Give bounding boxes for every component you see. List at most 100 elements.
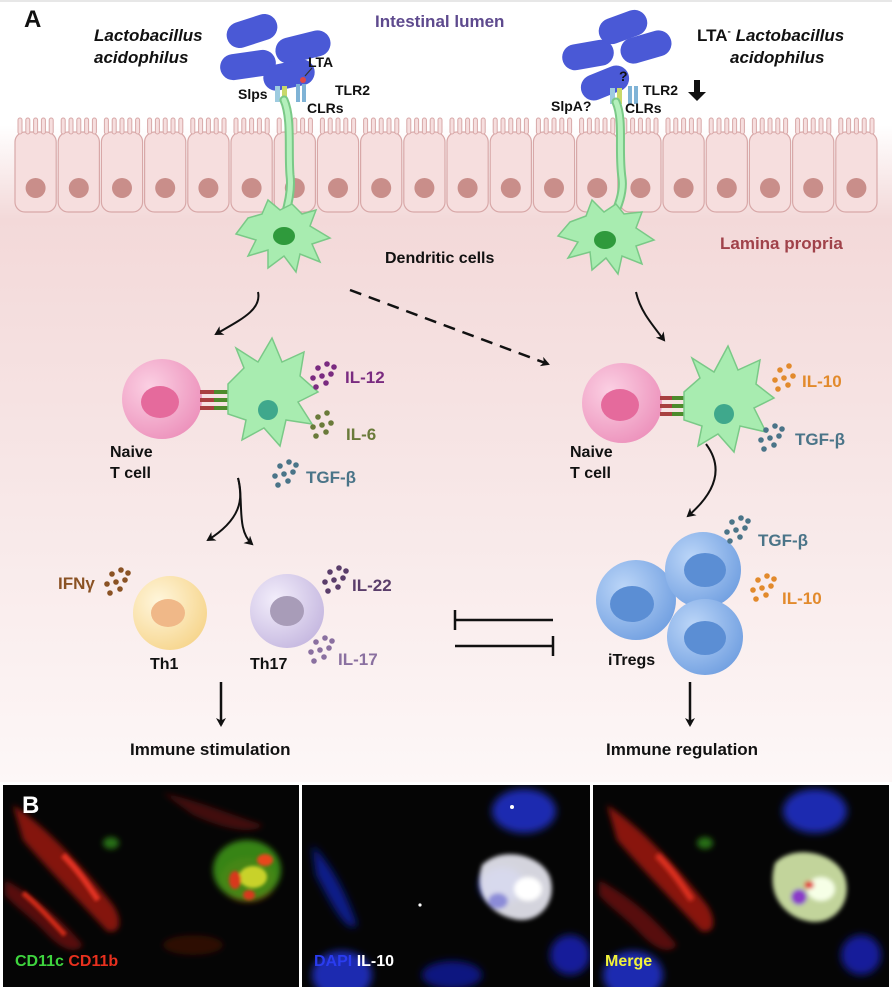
micrograph-2-label: DAPI IL-10 (314, 953, 394, 971)
epithelial-nucleus (25, 178, 46, 198)
microvillus (198, 117, 204, 135)
microvillus (406, 117, 412, 135)
microvillus (586, 117, 592, 135)
microvillus (300, 117, 306, 135)
microvillus (48, 117, 54, 135)
microvillus (84, 117, 90, 135)
microvillus (319, 117, 325, 135)
synapse-right (660, 396, 684, 416)
intestinal-lumen-label: Intestinal lumen (375, 12, 505, 31)
microvillus (508, 117, 514, 135)
cytokine-dot (324, 361, 330, 367)
cytokine-dot (325, 588, 331, 594)
epithelial-nucleus (241, 178, 262, 198)
microvillus (551, 117, 557, 135)
cytokine-dot (763, 592, 769, 598)
dashed-arrow-dc-to-right (349, 288, 550, 367)
microvillus (170, 117, 176, 135)
bacteria-name-line2: acidophilus (94, 48, 189, 67)
receptors-right (610, 86, 638, 104)
microvillus (127, 117, 133, 135)
cytokine-dot (118, 567, 124, 573)
bacterium (598, 9, 648, 45)
cytokine-dot (109, 571, 115, 577)
cytokine-dot (336, 565, 342, 571)
micrograph-1-label: CD11c CD11b (15, 953, 118, 971)
arrow-to-itregs (686, 443, 717, 518)
microvillus (33, 117, 39, 135)
cytokine-dot (767, 435, 773, 441)
panel-b-letter: B (22, 792, 40, 819)
microvillus (681, 117, 687, 135)
epithelial-cell (144, 131, 187, 213)
microvillus (567, 117, 573, 135)
cytokine-dot (323, 380, 329, 386)
dendritic-cells-label: Dendritic cells (385, 250, 495, 267)
epithelial-nucleus (500, 178, 521, 198)
dapi-label: DAPI (314, 953, 353, 970)
down-arrow-icon (688, 80, 706, 101)
microvillus (724, 117, 730, 135)
epithelial-nucleus (155, 178, 176, 198)
cytokine-dot (327, 569, 333, 575)
il10-right-dots (772, 363, 796, 392)
microvillus (751, 117, 757, 135)
cytokine-dot (771, 576, 777, 582)
naive-right-line1: Naive (570, 444, 613, 461)
microvillus (516, 117, 522, 135)
epithelial-nucleus (760, 178, 780, 198)
tgf-left-label: TGF-β (306, 468, 357, 487)
epithelial-nucleus (457, 178, 478, 198)
epithelial-nucleus (544, 178, 564, 198)
lamina-propria-label: Lamina propria (720, 234, 843, 253)
il10-itregs-dots (750, 573, 777, 602)
cytokine-dot (772, 423, 778, 429)
microvillus (579, 117, 585, 135)
dendritic-cell-left (234, 95, 332, 274)
naive-right-line2: T cell (570, 465, 611, 482)
cytokine-dot (790, 373, 796, 379)
tgf-itregs-label: TGF-β (758, 531, 809, 550)
microvillus (178, 117, 184, 135)
microvillus (335, 117, 341, 135)
dendritic-cell-activated-left (227, 336, 320, 448)
ifng-dots (104, 567, 131, 596)
microvillus (810, 117, 816, 135)
tgf-right-dots (758, 423, 785, 452)
slps-receptor (275, 86, 280, 102)
microvillus (535, 117, 541, 135)
tlr2-receptor (296, 84, 300, 102)
epithelial-cell (748, 131, 792, 213)
cytokine-dot (786, 363, 792, 369)
epithelial-cell (187, 131, 230, 213)
panel-b: CD11c CD11b (0, 782, 892, 989)
cytokine-dot (315, 365, 321, 371)
micrograph-cd11-image (5, 793, 281, 955)
microvillus (480, 117, 486, 135)
cytokine-dot (343, 568, 349, 574)
cytokine-dot (286, 459, 292, 465)
cytokine-dot (117, 586, 123, 592)
il6-dots (310, 410, 334, 439)
il22-label: IL-22 (352, 576, 392, 595)
cytokine-dot (331, 364, 337, 370)
microvillus (696, 117, 702, 135)
microvillus (249, 117, 255, 135)
microvillus (869, 117, 875, 135)
lta-minus-prefix: LTA (697, 26, 728, 45)
microvillus (370, 117, 376, 135)
cytokine-dot (281, 471, 287, 477)
microvillus (213, 117, 219, 135)
cytokine-dot (738, 515, 744, 521)
cytokine-dot (331, 577, 337, 583)
micrograph-dapi-il10: DAPI IL-10 (302, 785, 590, 987)
cytokine-dot (323, 429, 329, 435)
micrograph-dapi-image (312, 789, 590, 987)
epithelial-cell (360, 131, 403, 213)
epithelial-nucleus (803, 178, 824, 198)
microvillus (665, 117, 671, 135)
cytokine-dot (737, 534, 743, 540)
epithelial-cell (403, 131, 446, 213)
arrow-to-th17 (237, 477, 254, 546)
ifng-label: IFNγ (58, 574, 95, 593)
